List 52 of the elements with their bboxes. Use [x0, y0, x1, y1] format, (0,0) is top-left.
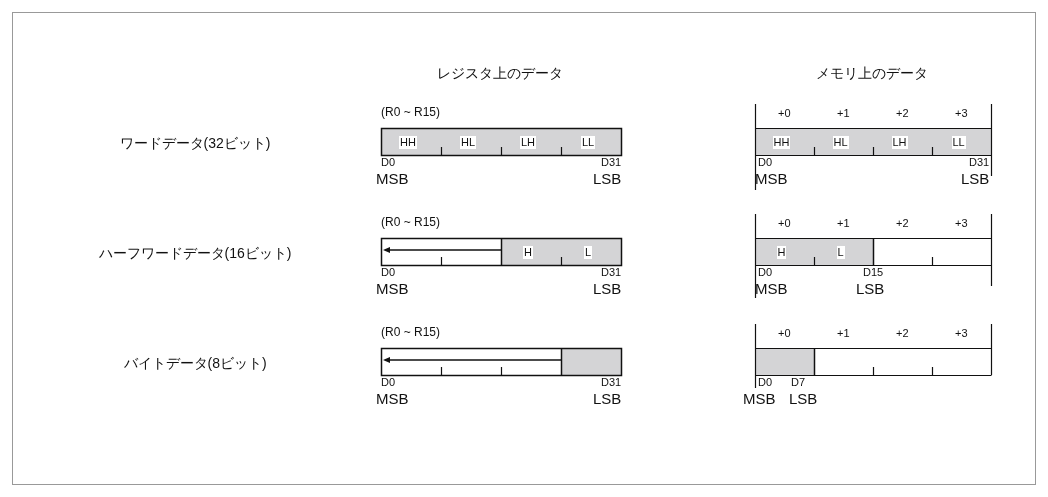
offset-label: +2 [896, 328, 909, 339]
msb-label: MSB [376, 281, 409, 296]
byte-label: H [776, 246, 787, 259]
register-range-label: (R0 ~ R15) [381, 216, 441, 228]
row-label: ハーフワードデータ(16ビット) [98, 246, 292, 260]
msb-label: MSB [743, 391, 776, 406]
offset-label: +2 [896, 218, 909, 229]
bit-number: D15 [863, 267, 884, 278]
offset-label: +1 [837, 108, 850, 119]
byte-label: LH [520, 136, 537, 149]
column-heading: メモリ上のデータ [816, 66, 928, 80]
msb-label: MSB [376, 171, 409, 186]
offset-label: +0 [778, 108, 791, 119]
offset-label: +0 [778, 218, 791, 229]
column-heading: レジスタ上のデータ [437, 66, 563, 80]
byte-label: LL [581, 136, 596, 149]
row-label: バイトデータ(8ビット) [123, 356, 267, 370]
bit-number: D0 [758, 377, 773, 388]
row-label: ワードデータ(32ビット) [119, 136, 271, 150]
bit-number: D0 [381, 157, 396, 168]
bit-number: D0 [758, 267, 773, 278]
lsb-label: LSB [856, 281, 885, 296]
register-range-label: (R0 ~ R15) [381, 106, 441, 118]
byte-label: HL [460, 136, 477, 149]
offset-label: +3 [955, 328, 968, 339]
lsb-label: LSB [593, 281, 622, 296]
msb-label: MSB [376, 391, 409, 406]
offset-label: +3 [955, 218, 968, 229]
offset-label: +0 [778, 328, 791, 339]
lsb-label: LSB [961, 171, 990, 186]
byte-label: L [836, 246, 845, 259]
bit-number: D31 [601, 377, 622, 388]
register-range-label: (R0 ~ R15) [381, 326, 441, 338]
lsb-label: LSB [593, 171, 622, 186]
byte-label: H [523, 246, 533, 259]
offset-label: +2 [896, 108, 909, 119]
offset-label: +1 [837, 218, 850, 229]
msb-label: MSB [755, 171, 788, 186]
bit-number: D0 [758, 157, 773, 168]
lsb-label: LSB [789, 391, 818, 406]
offset-label: +3 [955, 108, 968, 119]
byte-label: HH [399, 136, 417, 149]
bit-number: D31 [601, 267, 622, 278]
offset-label: +1 [837, 328, 850, 339]
bit-number: D31 [969, 157, 990, 168]
bit-number: D0 [381, 267, 396, 278]
bit-number: D31 [601, 157, 622, 168]
byte-label: L [584, 246, 593, 259]
lsb-label: LSB [593, 391, 622, 406]
bit-number: D7 [791, 377, 806, 388]
bit-number: D0 [381, 377, 396, 388]
msb-label: MSB [755, 281, 788, 296]
